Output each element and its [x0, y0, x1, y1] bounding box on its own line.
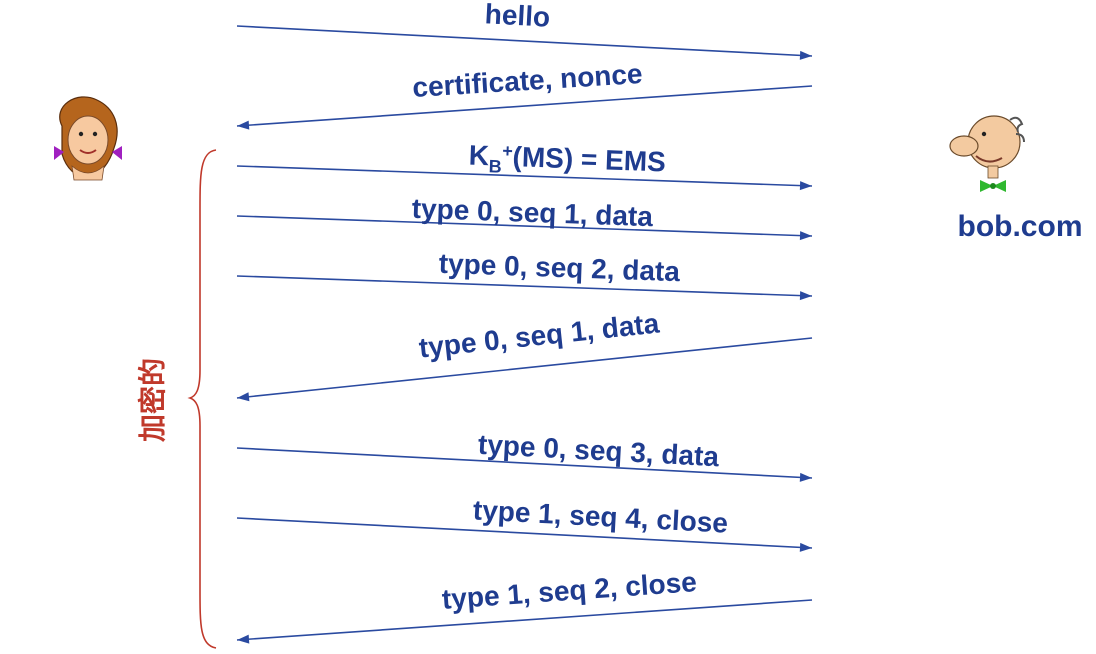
message-7: type 0, seq 3, data [236, 429, 813, 482]
message-9: type 1, seq 2, close [236, 566, 813, 644]
message-arrow-line [236, 447, 813, 479]
alice-avatar-icon [54, 96, 122, 181]
message-label-main: K [468, 140, 489, 172]
message-label-rest: (MS) = EMS [512, 141, 666, 177]
bob-avatar-icon [949, 115, 1025, 192]
message-arrow-line [236, 517, 813, 549]
message-2: certificate, nonce [236, 58, 813, 130]
arrow-head-icon [799, 291, 812, 301]
bob-label: bob.com [958, 210, 1083, 243]
message-arrow-line [236, 275, 813, 297]
arrow-head-icon [237, 392, 250, 402]
message-6: type 0, seq 1, data [236, 307, 813, 402]
message-4: type 0, seq 1, data [236, 193, 813, 241]
message-1: hello [236, 0, 813, 60]
arrow-head-icon [799, 181, 812, 191]
message-arrow-line [236, 599, 813, 641]
arrow-head-icon [237, 120, 250, 130]
message-8: type 1, seq 4, close [236, 494, 813, 552]
message-label: type 0, seq 2, data [438, 248, 681, 287]
arrow-head-icon [237, 634, 250, 644]
message-label: type 1, seq 2, close [441, 566, 698, 615]
encrypted-brace [187, 149, 217, 649]
message-label-superscript: + [502, 141, 513, 161]
message-label: type 0, seq 1, data [411, 193, 654, 232]
message-arrow-line [236, 215, 813, 237]
message-label: type 0, seq 1, data [417, 307, 661, 363]
message-5: type 0, seq 2, data [236, 248, 813, 301]
message-label: certificate, nonce [412, 58, 644, 103]
message-label: KB+(MS) = EMS [468, 140, 666, 183]
arrow-head-icon [799, 472, 812, 482]
arrow-head-icon [799, 542, 812, 552]
message-arrow-line [236, 165, 813, 187]
arrow-head-icon [799, 231, 812, 241]
message-label: type 0, seq 3, data [477, 429, 720, 473]
message-arrow-line [236, 85, 813, 127]
arrow-head-icon [799, 50, 812, 60]
message-label: hello [484, 0, 551, 33]
message-label-subscript: B [488, 156, 502, 176]
message-3: KB+(MS) = EMS [236, 140, 813, 191]
message-arrow-line [236, 25, 813, 57]
encrypted-label: 加密的 [136, 358, 169, 442]
message-arrow-line [236, 337, 813, 399]
